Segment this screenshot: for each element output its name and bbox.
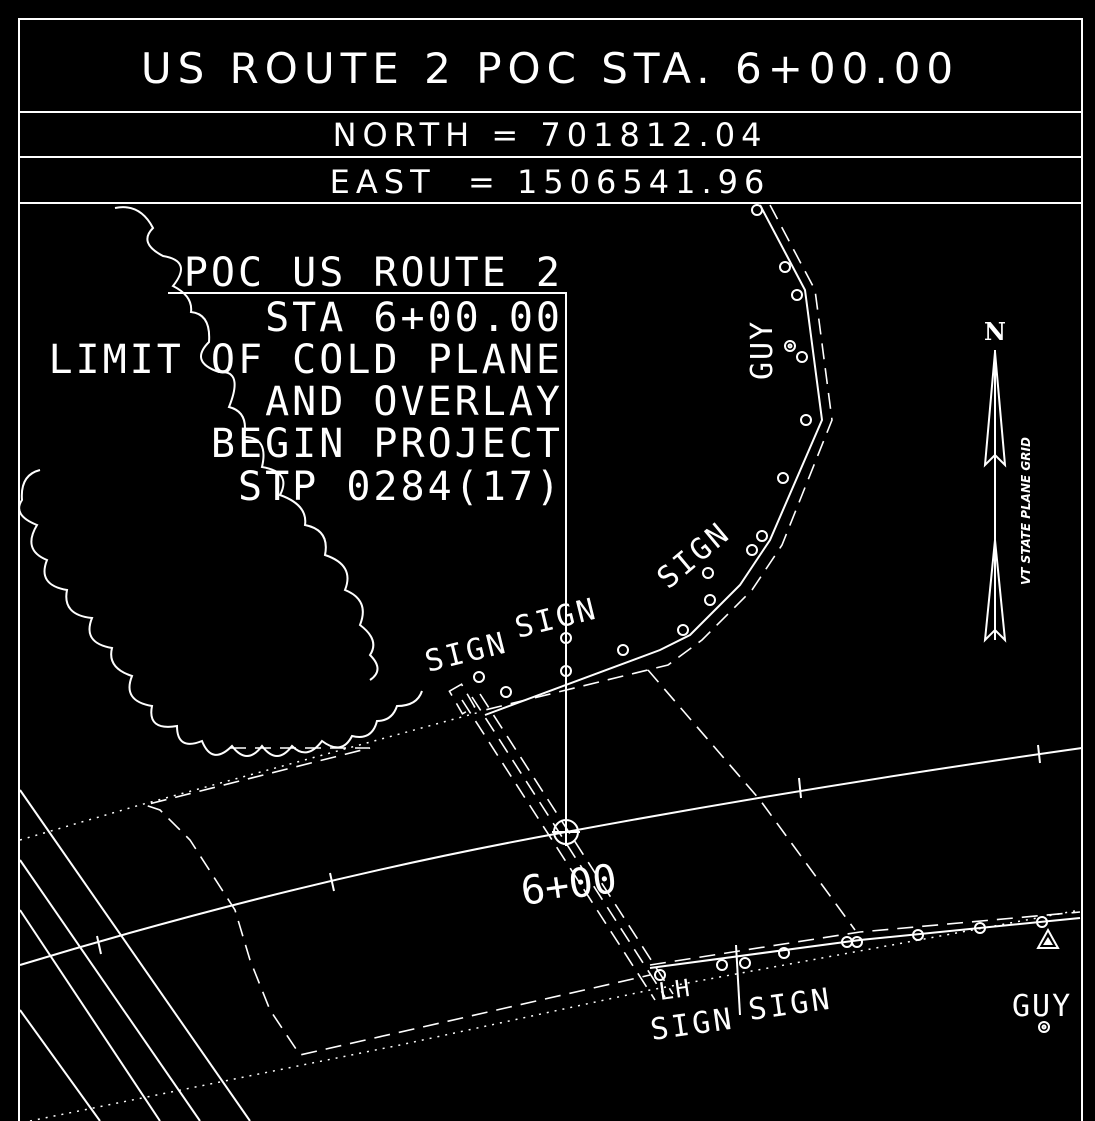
station-label: 6+00 <box>518 856 620 915</box>
road-shoulder-dashed <box>647 669 856 931</box>
callout-line-4: AND OVERLAY <box>265 379 563 425</box>
north-coordinate: NORTH = 701812.04 <box>333 116 768 154</box>
label-lh: LH <box>657 974 693 1006</box>
road-edge-upper-dashed <box>484 204 833 711</box>
header-title: US ROUTE 2 POC STA. 6+00.00 <box>141 44 959 93</box>
culvert-line-2 <box>471 696 666 998</box>
left-edge-dotted <box>19 711 481 841</box>
tick-2 <box>329 872 335 892</box>
north-arrow-caption: VT STATE PLANE GRID <box>1019 437 1033 585</box>
north-arrow: N VT STATE PLANE GRID <box>983 317 1033 643</box>
east-coordinate: EAST = 1506541.96 <box>330 163 771 201</box>
label-guy-top: GUY <box>745 320 780 380</box>
label-sign-mid: SIGN <box>511 591 601 645</box>
callout-line-2: STA 6+00.00 <box>265 295 563 341</box>
north-arrow-head <box>983 351 1007 468</box>
tick-4 <box>1037 744 1041 764</box>
left-edge-dashed <box>142 747 651 1056</box>
label-sign-bottom-2: SIGN <box>746 982 834 1028</box>
label-sign-bottom-1: SIGN <box>648 1002 736 1048</box>
road-edge-upper <box>484 204 824 716</box>
culvert-line-3 <box>479 693 674 995</box>
diag-line-3 <box>19 909 161 1121</box>
tick-1 <box>96 935 102 955</box>
callout-line-3: LIMIT OF COLD PLANE <box>48 337 563 383</box>
bottom-edge-solid <box>649 917 1081 969</box>
diag-line-2 <box>19 859 201 1121</box>
north-arrow-letter: N <box>984 317 1006 346</box>
label-guy-bottom: GUY <box>1012 989 1072 1024</box>
sign-post-bottom <box>735 944 741 1016</box>
diag-line-1 <box>19 789 251 1121</box>
tree-line-upper <box>114 206 379 681</box>
bottom-edge-dotted <box>29 909 1081 1121</box>
culvert-line-1 <box>461 699 656 1001</box>
utility-poles <box>473 204 1050 1033</box>
diag-line-4 <box>19 1009 101 1121</box>
guy-anchor-symbol <box>1036 927 1060 949</box>
guy-anchor-inner <box>1043 937 1053 945</box>
callout-line-6: STP 0284(17) <box>238 464 563 510</box>
callout-line-5: BEGIN PROJECT <box>211 421 563 467</box>
north-arrow-tail <box>983 539 1007 643</box>
label-sign-left: SIGN <box>421 625 511 679</box>
culvert-headwall <box>448 683 476 715</box>
bottom-edge-dashed <box>649 911 1081 966</box>
tree-line-lower <box>18 469 423 757</box>
callout-line-1: POC US ROUTE 2 <box>184 250 563 296</box>
label-sign-diagonal: SIGN <box>651 515 738 596</box>
drawing-frame <box>18 18 1083 1121</box>
tick-3 <box>798 777 802 799</box>
